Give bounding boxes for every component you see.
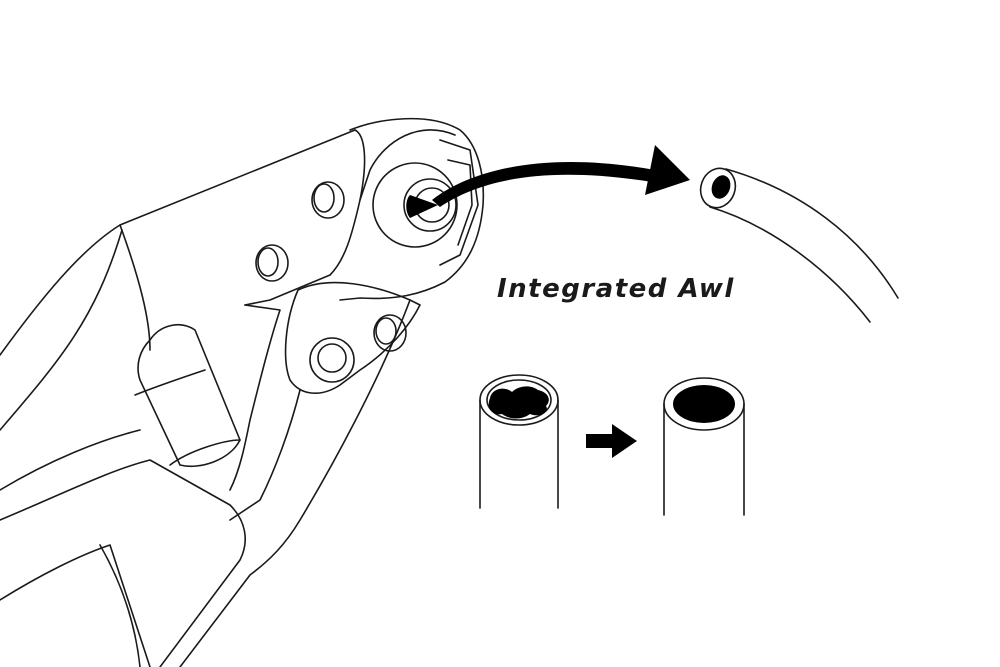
cable-cutter-tool: [0, 117, 485, 667]
rivet-top-inner: [313, 183, 335, 213]
jaw-outline: [339, 117, 485, 301]
crushed-cable-end: [479, 374, 559, 509]
crushed-cable-rim: [486, 379, 552, 421]
pivot-rivet: [373, 314, 407, 352]
lower-pivot-plate: [284, 281, 421, 394]
upper-handle: [0, 129, 356, 356]
pivot-rivet-inner: [375, 317, 397, 345]
cable-end-bottom-edge: [709, 206, 871, 323]
lower-handle-top: [229, 304, 281, 491]
lower-handle-inner: [0, 429, 141, 491]
crushed-cable-face: [479, 374, 559, 426]
lower-handle-spine: [229, 389, 301, 521]
adjust-knob[interactable]: [309, 337, 355, 383]
crushed-cable-hole: [488, 386, 549, 419]
upper-handle-inner: [0, 229, 123, 431]
upper-handle-edge: [119, 224, 151, 351]
spring-barrel-band: [134, 369, 206, 396]
spring-barrel-end: [169, 439, 241, 466]
lower-handle-outer: [179, 299, 411, 667]
caption-integrated-awl: Integrated Awl: [497, 274, 735, 304]
lower-handle-grip: [0, 459, 246, 667]
awl-collar: [403, 178, 457, 232]
rivet-top: [311, 181, 345, 219]
awl-housing: [372, 162, 458, 248]
cable-end-top-edge: [725, 168, 899, 299]
right-arrow-shape: [586, 424, 637, 458]
lower-handle-grip-edge: [0, 544, 151, 667]
rivet-bottom-inner: [257, 247, 279, 277]
rivet-bottom: [255, 244, 289, 282]
restored-cable-face: [663, 377, 745, 431]
upper-body-front: [359, 129, 456, 201]
curved-arrow-icon: [432, 145, 690, 207]
adjust-knob-inner: [317, 343, 347, 373]
jaw-face: [439, 139, 479, 266]
cable-end-hole: [711, 175, 731, 199]
grip-shadow: [99, 544, 141, 667]
arrow-head: [645, 145, 690, 195]
spring-barrel: [137, 324, 241, 467]
restored-cable-end: [663, 377, 745, 516]
arrow-shaft: [432, 161, 655, 207]
upper-body-plate: [244, 129, 366, 306]
right-arrow-icon: [586, 424, 637, 458]
cable-end: [699, 167, 899, 323]
restored-cable-hole: [673, 385, 735, 423]
awl-tip[interactable]: [406, 195, 438, 218]
